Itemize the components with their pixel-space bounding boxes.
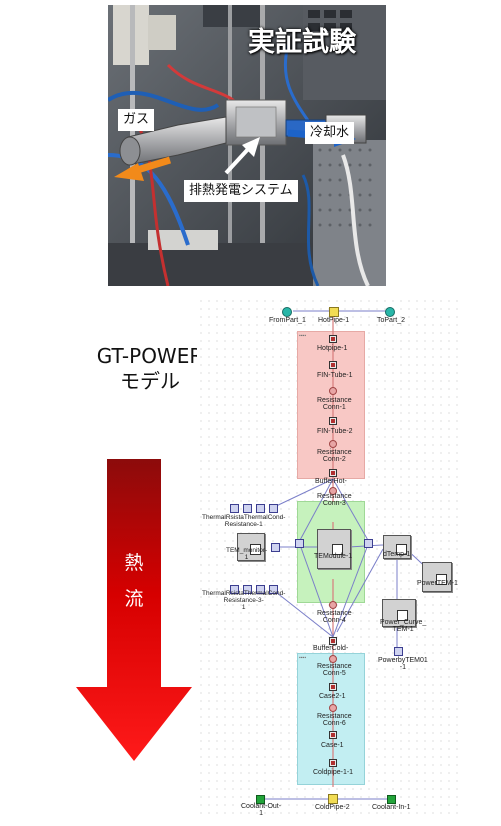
resistance-conn-4-component[interactable] <box>329 601 337 609</box>
model-title-line2: モデル <box>120 369 180 393</box>
cold-zone-tag: ▪▪▪▪ <box>299 655 307 661</box>
thermal-bottom-block-3[interactable] <box>256 585 265 594</box>
hotpipe-label: Hotpipe-1 <box>317 345 348 352</box>
model-title-line1: GT-POWER <box>96 344 204 368</box>
case-1-label: Case-1 <box>321 742 344 749</box>
coolant-in-label: Coolant-In-1 <box>372 804 411 811</box>
power-by-tem-label: PowerbyTEM01-1 <box>378 657 428 671</box>
te-module-block[interactable] <box>317 529 351 569</box>
label-gas: ガス <box>118 109 155 131</box>
dtemp-label: dTemp-1 <box>383 551 411 558</box>
apparatus-photo-drawing <box>108 5 386 286</box>
hotpipe-component[interactable] <box>329 335 337 343</box>
from-part-node[interactable] <box>282 307 292 317</box>
thermal-bottom-block-4[interactable] <box>269 585 278 594</box>
fin-tube-1-component[interactable] <box>329 361 337 369</box>
hot-pipe-node[interactable] <box>329 307 339 317</box>
module-left-port[interactable] <box>295 539 304 548</box>
resistance-conn-2-component[interactable] <box>329 440 337 448</box>
buffer-hot-label: BufferHot- <box>315 478 347 485</box>
hot-zone-tag: ▪▪▪▪ <box>299 333 307 339</box>
hot-side-zone <box>297 331 365 479</box>
thermal-top-label: ThermalRsistaThermalCond-Resistance-1 <box>202 514 286 528</box>
resistance-conn-1-component[interactable] <box>329 387 337 395</box>
tem-monitor-label: TEM_monitor-1 <box>226 547 268 561</box>
te-module-label: TEModule-1 <box>314 553 353 560</box>
coolant-out-label: Coolant-Out-1 <box>241 803 282 817</box>
coolant-in-node[interactable] <box>387 795 396 804</box>
cold-pipe-node[interactable] <box>328 794 338 804</box>
thermal-top-block-3[interactable] <box>256 504 265 513</box>
to-part-label: ToPart_2 <box>377 317 406 324</box>
module-right-port[interactable] <box>364 539 373 548</box>
thermal-bottom-label: ThermalRsistaThermalCond-Resistance-3-1 <box>202 590 286 611</box>
coolant-out-node[interactable] <box>256 795 265 804</box>
from-part-label: FromPart_1 <box>269 317 306 324</box>
fin-tube-1-label: FIN-Tube-1 <box>317 372 353 379</box>
photo-title: 実証試験 <box>248 27 356 58</box>
case-2-component[interactable] <box>329 683 337 691</box>
power-curve-block[interactable] <box>382 599 416 627</box>
power-curve-label: Power_Curve_TEM-1 <box>380 619 427 633</box>
power-by-tem-block[interactable] <box>394 647 403 656</box>
power-tem-label: PowerTEM-1 <box>417 580 458 587</box>
case-2-label: Case2-1 <box>319 693 346 700</box>
power-tem-block[interactable] <box>422 562 452 592</box>
cold-pipe-label: ColdPipe-2 <box>315 804 350 811</box>
heat-flow-label: 熱 流 <box>121 545 147 617</box>
thermal-bottom-block-2[interactable] <box>243 585 252 594</box>
monitor-connector[interactable] <box>271 543 280 552</box>
dtemp-block[interactable] <box>383 535 411 559</box>
heat-flow-arrow <box>76 459 192 761</box>
gt-power-model-diagram: FromPart_1 HotPipe-1 ToPart_2 ▪▪▪▪ Hotpi… <box>197 297 459 817</box>
flow-char: 流 <box>124 588 144 610</box>
heat-char: 熱 <box>124 552 144 574</box>
coldpipe-label: Coldpipe-1-1 <box>313 769 354 776</box>
thermal-top-block-1[interactable] <box>230 504 239 513</box>
resistance-conn-5-component[interactable] <box>329 655 337 663</box>
apparatus-photo <box>108 5 386 286</box>
thermal-bottom-block-1[interactable] <box>230 585 239 594</box>
model-title: GT-POWER モデル <box>70 344 230 394</box>
thermal-top-block-2[interactable] <box>243 504 252 513</box>
hot-pipe-label: HotPipe-1 <box>318 317 350 324</box>
label-coolant: 冷却水 <box>305 122 355 144</box>
buffer-cold-component[interactable] <box>329 637 337 645</box>
buffer-cold-label: BufferCold- <box>313 645 349 652</box>
fin-tube-2-label: FIN-Tube-2 <box>317 428 353 435</box>
resistance-conn-6-component[interactable] <box>329 704 337 712</box>
resistance-conn-3-component[interactable] <box>329 487 337 495</box>
label-exhaust-system: 排熱発電システム <box>184 180 298 202</box>
buffer-hot-component[interactable] <box>329 469 337 477</box>
tem-monitor-block[interactable] <box>237 533 265 561</box>
fin-tube-2-component[interactable] <box>329 417 337 425</box>
case-1-component[interactable] <box>329 731 337 739</box>
coldpipe-component[interactable] <box>329 759 337 767</box>
to-part-node[interactable] <box>385 307 395 317</box>
thermal-top-block-4[interactable] <box>269 504 278 513</box>
